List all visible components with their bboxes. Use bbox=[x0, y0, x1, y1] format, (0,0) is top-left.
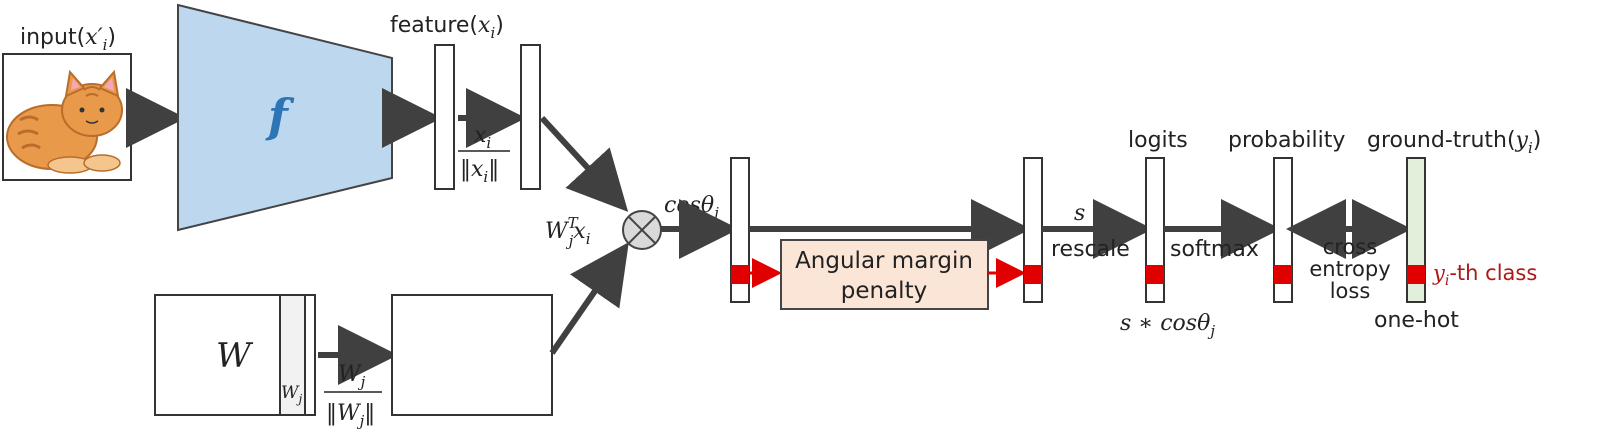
svg-text:‖Wj‖: ‖Wj‖ bbox=[326, 401, 375, 430]
one-hot-target-cell bbox=[1407, 265, 1425, 284]
svg-text:‖xi‖: ‖xi‖ bbox=[460, 157, 499, 186]
loss-label: loss bbox=[1330, 279, 1371, 303]
cos-vector-target-cell bbox=[731, 265, 749, 284]
W-column-j bbox=[279, 294, 306, 416]
yi-th-class-label: yi-th class bbox=[1432, 261, 1537, 289]
normalize-x-fraction: xi ‖xi‖ bbox=[458, 123, 510, 186]
s-star-label: s ∗ bbox=[1074, 201, 1107, 226]
normalized-feature-vector bbox=[520, 44, 541, 190]
Wj-column-label: Wj bbox=[281, 383, 302, 406]
rescale-label: rescale bbox=[1051, 237, 1130, 262]
cos-theta-label: cosθj bbox=[664, 193, 719, 222]
logits-vector-target-cell bbox=[1146, 265, 1164, 284]
svg-text:Wj: Wj bbox=[338, 362, 366, 391]
angular-margin-line2: penalty bbox=[841, 278, 927, 304]
feature-vector bbox=[434, 44, 455, 190]
entropy-label: entropy bbox=[1309, 257, 1390, 281]
arrow-weights-to-product bbox=[549, 242, 629, 355]
W-label: W bbox=[216, 336, 254, 376]
feature-label: feature(xi) bbox=[390, 13, 504, 42]
angular-margin-penalty-box bbox=[780, 239, 989, 310]
otimes-multiply-icon bbox=[622, 210, 662, 250]
probability-vector-target-cell bbox=[1274, 265, 1292, 284]
ground-truth-label: ground-truth(yi) bbox=[1367, 128, 1541, 157]
angular-margin-line1: Angular margin bbox=[795, 248, 973, 274]
probability-label: probability bbox=[1228, 128, 1345, 153]
logits-label: logits bbox=[1128, 128, 1188, 153]
encoder-trapezoid bbox=[177, 3, 393, 232]
normalize-w-fraction: Wj ‖Wj‖ bbox=[324, 362, 382, 430]
normalized-weight-matrix bbox=[391, 294, 553, 416]
cat-image bbox=[6, 69, 123, 174]
softmax-label: softmax bbox=[1170, 237, 1259, 262]
cross-label: cross bbox=[1323, 235, 1377, 259]
svg-text:xi: xi bbox=[474, 123, 491, 152]
arrow-feature-to-product bbox=[539, 115, 629, 212]
input-label: input(x′i) bbox=[20, 25, 116, 54]
one-hot-label: one-hot bbox=[1374, 308, 1459, 333]
margin-vector-target-cell bbox=[1024, 265, 1042, 284]
s-cos-theta-label: s ∗ cosθj bbox=[1120, 311, 1215, 340]
